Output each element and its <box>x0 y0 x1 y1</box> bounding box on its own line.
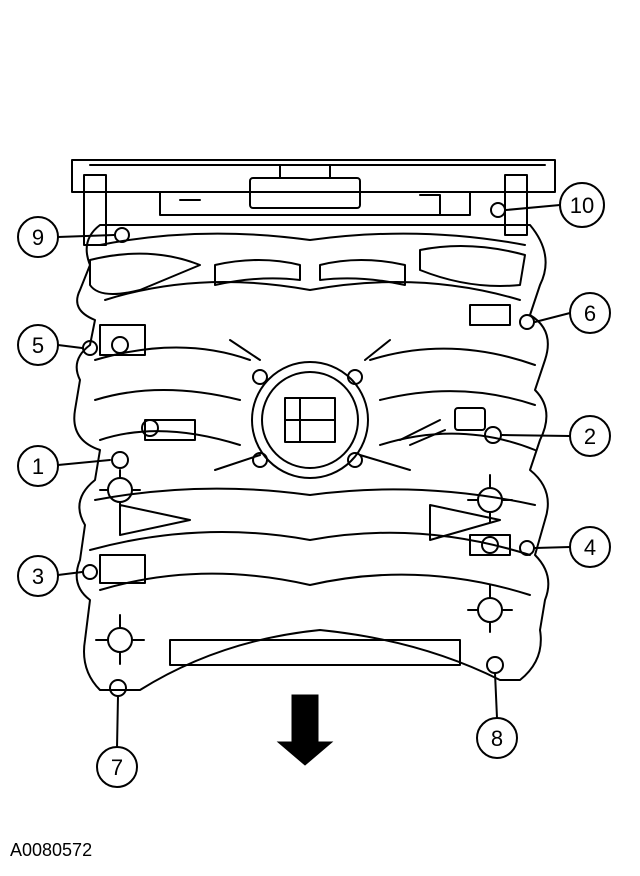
bolt-bosses <box>95 469 513 665</box>
top-bracket <box>71 159 556 246</box>
callout-2: 2 <box>569 415 611 457</box>
svg-text:3: 3 <box>32 564 44 589</box>
leader-lines <box>57 204 571 749</box>
svg-text:8: 8 <box>491 726 503 751</box>
bolt-heads <box>82 202 535 697</box>
svg-text:6: 6 <box>584 301 596 326</box>
svg-text:9: 9 <box>32 225 44 250</box>
down-arrow-icon <box>276 694 334 766</box>
manifold-outline <box>73 224 550 691</box>
callout-7: 7 <box>96 746 138 788</box>
callout-5: 5 <box>17 324 59 366</box>
svg-text:2: 2 <box>584 424 596 449</box>
svg-text:4: 4 <box>584 535 596 560</box>
sensor-fittings <box>141 407 486 446</box>
figure-id: A0080572 <box>10 840 93 860</box>
throttle-body <box>251 361 369 479</box>
callout-10: 10 <box>559 182 605 228</box>
svg-text:7: 7 <box>111 755 123 780</box>
callout-6: 6 <box>569 292 611 334</box>
svg-text:10: 10 <box>570 193 594 218</box>
callout-1: 1 <box>17 445 59 487</box>
callout-4: 4 <box>569 526 611 568</box>
svg-text:1: 1 <box>32 454 44 479</box>
middle-runners <box>94 339 536 471</box>
callout-8: 8 <box>476 717 518 759</box>
upper-runners <box>89 232 526 356</box>
lower-runners <box>89 487 536 666</box>
callout-9: 9 <box>17 216 59 258</box>
svg-text:5: 5 <box>32 333 44 358</box>
callout-3: 3 <box>17 555 59 597</box>
